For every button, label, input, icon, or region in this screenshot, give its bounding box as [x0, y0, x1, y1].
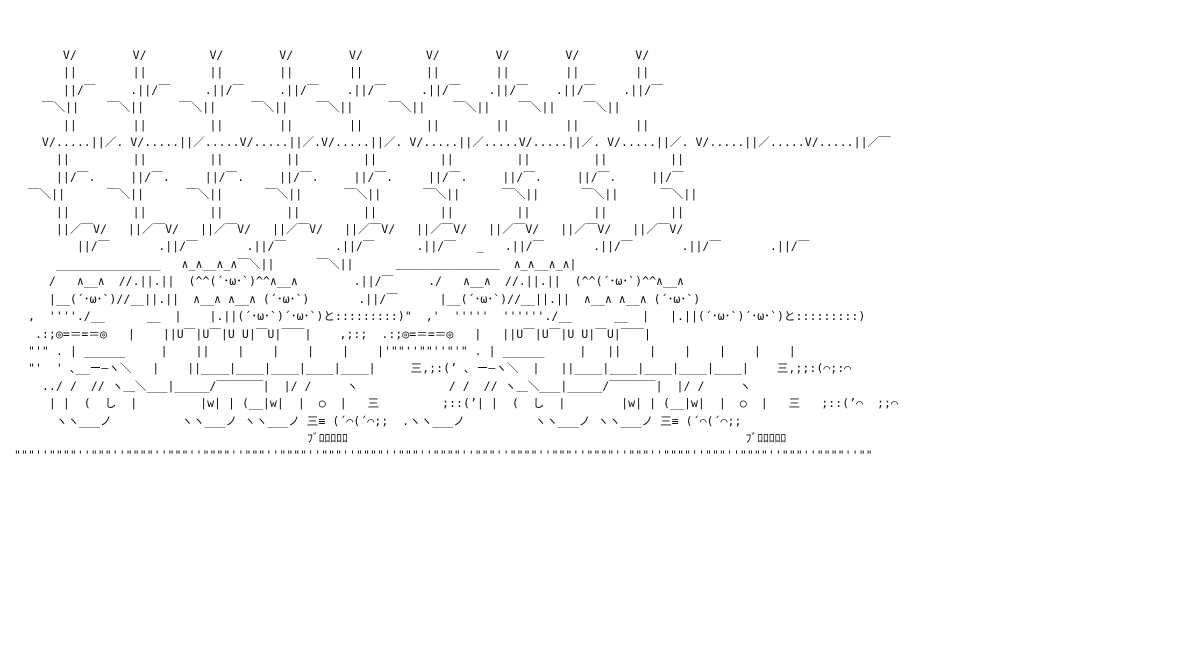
ascii-art-line: "' ' ､__ー―ヽ＼ | ||____|____|____|____|___…	[14, 361, 852, 376]
ascii-art-line: .:;◎=＝=＝◎ | ||U￣|U￣|U U|￣U|￣￣| ,;:; .:;◎…	[14, 326, 651, 341]
ascii-art-line: ヽヽ___ノ ヽヽ___ノ ヽヽ___ノ 三≡ (´⌒(´⌒;; .ヽヽ___ノ…	[14, 413, 742, 428]
ascii-art-line: || || || || || || || || ||	[14, 117, 650, 132]
ascii-art-line: ||／￣V/ ||／￣V/ ||／￣V/ ||／￣V/ ||／￣V/ ||／￣V…	[14, 222, 684, 237]
ascii-art-line: / ∧__∧ //.||.|| (^^(´･ω･`)^^∧__∧ .||/￣ .…	[14, 274, 684, 289]
ascii-art-line: "'" . | ______ | || | | | | |'""''""''"'…	[14, 343, 796, 358]
ascii-art-line: _______________ ∧_∧__∧_∧￣＼|| ￣＼|| ＿＿＿＿＿＿…	[14, 256, 577, 271]
ascii-art-line: ||/￣ .||/￣ .||/￣ .||/￣ .||/￣ .||/￣ .||/￣…	[14, 82, 663, 97]
ascii-art-line: ￣＼|| ￣＼|| ￣＼|| ￣＼|| ￣＼|| ￣＼|| ￣＼|| ￣＼|| …	[14, 187, 698, 202]
ascii-art-line: ../ / // ヽ＿＼___|_____/￣￣￣￣| |/ / ヽ / / /…	[14, 378, 751, 393]
ascii-art-block: V/ V/ V/ V/ V/ V/ V/ V/ V/ || || || || |…	[14, 47, 1174, 465]
ascii-art-line: """''""""''"""''""""''"""''""""''"""''""…	[14, 448, 873, 463]
ascii-art-line: || || || || || || || || ||	[14, 204, 685, 219]
ascii-art-line: ||/￣ .||/￣ .||/￣ .||/￣ .||/￣ _ .||/￣ .||…	[14, 239, 810, 254]
ascii-art-line: , ''''./__ __ | |.||(´･ω･`)´･ω･`)と::::::…	[14, 309, 866, 324]
ascii-art-line: V/.....||／. V/.....||／.....V/.....||／.V/…	[14, 135, 891, 150]
ascii-art-line: V/ V/ V/ V/ V/ V/ V/ V/ V/	[14, 48, 650, 62]
ascii-art-line: ﾌﾞﾛﾛﾛﾛﾛ ﾌﾞﾛﾛﾛﾛﾛ	[14, 430, 787, 445]
ascii-art-line: ￣＼|| ￣＼|| ￣＼|| ￣＼|| ￣＼|| ￣＼|| ￣＼|| ￣＼|| …	[14, 100, 621, 115]
ascii-art-line: ||/￣. ||/￣. ||/￣. ||/￣. ||/￣. ||/￣. ||/￣…	[14, 169, 684, 184]
ascii-art-canvas: V/ V/ V/ V/ V/ V/ V/ V/ V/ || || || || |…	[14, 47, 1174, 567]
ascii-art-line: | | ( し | |w| | (__|w| | ○ | 三 ;::(’| | …	[14, 396, 898, 411]
ascii-art-line: || || || || || || || || ||	[14, 152, 685, 167]
ascii-art-line: |__(´･ω･`)//__||.|| ∧__∧ ∧__∧ (´･ω･`) .|…	[14, 291, 701, 306]
ascii-art-line: || || || || || || || || ||	[14, 65, 650, 80]
